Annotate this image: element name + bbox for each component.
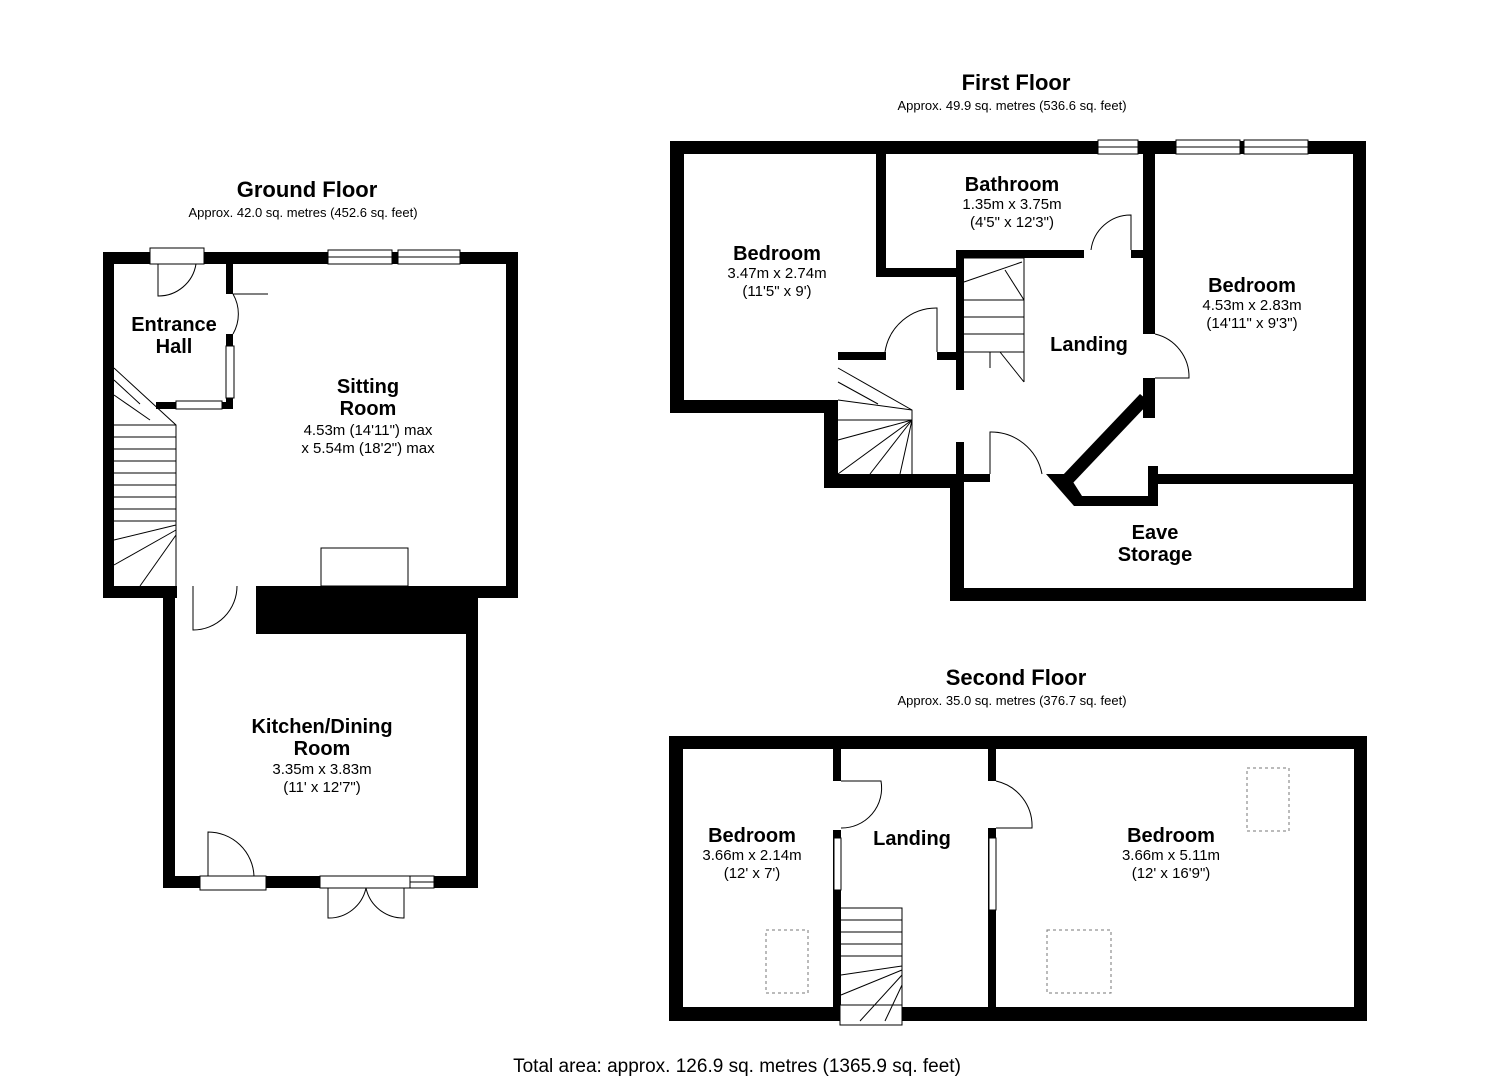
partition — [956, 442, 964, 482]
first-floor-walls — [670, 141, 1366, 601]
angled-wall — [1046, 474, 1148, 506]
partition — [1143, 378, 1155, 418]
room-dimensions: (11'5" x 9') — [742, 283, 811, 300]
staircase — [837, 367, 913, 475]
room-name: Sitting — [337, 376, 399, 398]
room-name: Entrance — [131, 314, 217, 336]
partition — [838, 352, 886, 360]
first-floor-title: First Floor — [962, 70, 1071, 95]
door-swing — [995, 780, 1033, 829]
room-dimensions: (4'5" x 12'3") — [970, 214, 1054, 231]
door-swing — [192, 585, 238, 631]
stairwell — [839, 1004, 903, 1026]
door-swing — [989, 431, 1043, 475]
room-name: Eave — [1132, 522, 1179, 544]
window — [988, 837, 997, 911]
second-floor-area: Approx. 35.0 sq. metres (376.7 sq. feet) — [897, 693, 1126, 708]
front-door-frame — [149, 247, 205, 265]
room-name: Bedroom — [733, 243, 821, 265]
door-swing — [1154, 333, 1190, 379]
window — [175, 400, 223, 410]
room-name: Bedroom — [708, 825, 796, 847]
door-swing — [232, 293, 239, 335]
second-floor-title: Second Floor — [946, 665, 1087, 690]
ground-floor-walls — [103, 252, 518, 888]
ground-floor-plan: Ground Floor Approx. 42.0 sq. metres (45… — [103, 177, 518, 919]
door-swing — [207, 831, 255, 877]
door-swing — [840, 780, 883, 829]
ground-floor-title: Ground Floor — [237, 177, 378, 202]
room-name: Storage — [1118, 544, 1192, 566]
wall-segment — [684, 400, 838, 413]
partition — [876, 268, 960, 277]
room-dimensions: x 5.54m (18'2") max — [301, 440, 435, 457]
second-floor-plan: Second Floor Approx. 35.0 sq. metres (37… — [669, 665, 1367, 1026]
wall-segment — [163, 586, 177, 598]
partition — [1148, 466, 1158, 506]
room-dimensions: 3.47m x 2.74m — [727, 265, 826, 282]
partition — [226, 264, 233, 294]
room-name: Bathroom — [965, 174, 1059, 196]
staircase — [113, 367, 177, 587]
room-name: Room — [340, 398, 397, 420]
staircase — [963, 257, 1025, 383]
room-dimensions: (12' x 7') — [724, 865, 781, 882]
window — [225, 345, 235, 399]
room-dimensions: (14'11" x 9'3") — [1206, 315, 1297, 332]
partition — [833, 830, 841, 1007]
room-dimensions: 3.35m x 3.83m — [272, 761, 371, 778]
room-dimensions: 3.66m x 2.14m — [702, 847, 801, 864]
window — [833, 837, 842, 891]
partition — [833, 749, 841, 781]
room-dimensions: 1.35m x 3.75m — [962, 196, 1061, 213]
room-dimensions: 3.66m x 5.11m — [1122, 847, 1220, 864]
first-floor-plan: First Floor Approx. 49.9 sq. metres (536… — [670, 70, 1366, 601]
room-name: Room — [294, 738, 351, 760]
front-door-swing — [157, 263, 197, 297]
skylight — [1246, 767, 1290, 832]
room-dimensions: (12' x 16'9") — [1132, 865, 1211, 882]
skylight — [1046, 929, 1112, 994]
fireplace-hearth — [320, 547, 409, 587]
partition — [1148, 474, 1353, 484]
partition — [1131, 250, 1145, 258]
partition — [964, 474, 990, 482]
skylight — [765, 929, 809, 994]
partition — [988, 749, 996, 781]
room-name: Landing — [1050, 334, 1128, 356]
first-floor-area: Approx. 49.9 sq. metres (536.6 sq. feet) — [897, 98, 1126, 113]
partition — [958, 250, 1084, 258]
angled-wall — [1062, 394, 1150, 484]
door-swing — [327, 887, 367, 919]
partition — [876, 154, 886, 276]
back-door-frame — [199, 875, 267, 891]
door-swing — [365, 887, 405, 919]
room-name: Hall — [156, 336, 193, 358]
french-doors-opening — [319, 875, 411, 889]
staircase — [840, 907, 903, 1022]
room-name: Kitchen/Dining — [251, 716, 392, 738]
room-name: Bedroom — [1208, 275, 1296, 297]
chimney-breast — [256, 586, 466, 634]
door-swing — [884, 307, 938, 353]
total-area: Total area: approx. 126.9 sq. metres (13… — [513, 1056, 961, 1077]
room-name: Landing — [873, 828, 951, 850]
room-dimensions: 4.53m x 2.83m — [1202, 297, 1301, 314]
partition — [956, 250, 964, 390]
room-name: Bedroom — [1127, 825, 1215, 847]
partition — [937, 352, 964, 360]
partition — [988, 828, 996, 1007]
door-swing — [1090, 214, 1132, 251]
room-dimensions: (11' x 12'7") — [283, 779, 360, 796]
room-dimensions: 4.53m (14'11") max — [304, 422, 433, 439]
partition — [1143, 154, 1155, 334]
ground-floor-area: Approx. 42.0 sq. metres (452.6 sq. feet) — [188, 205, 417, 220]
